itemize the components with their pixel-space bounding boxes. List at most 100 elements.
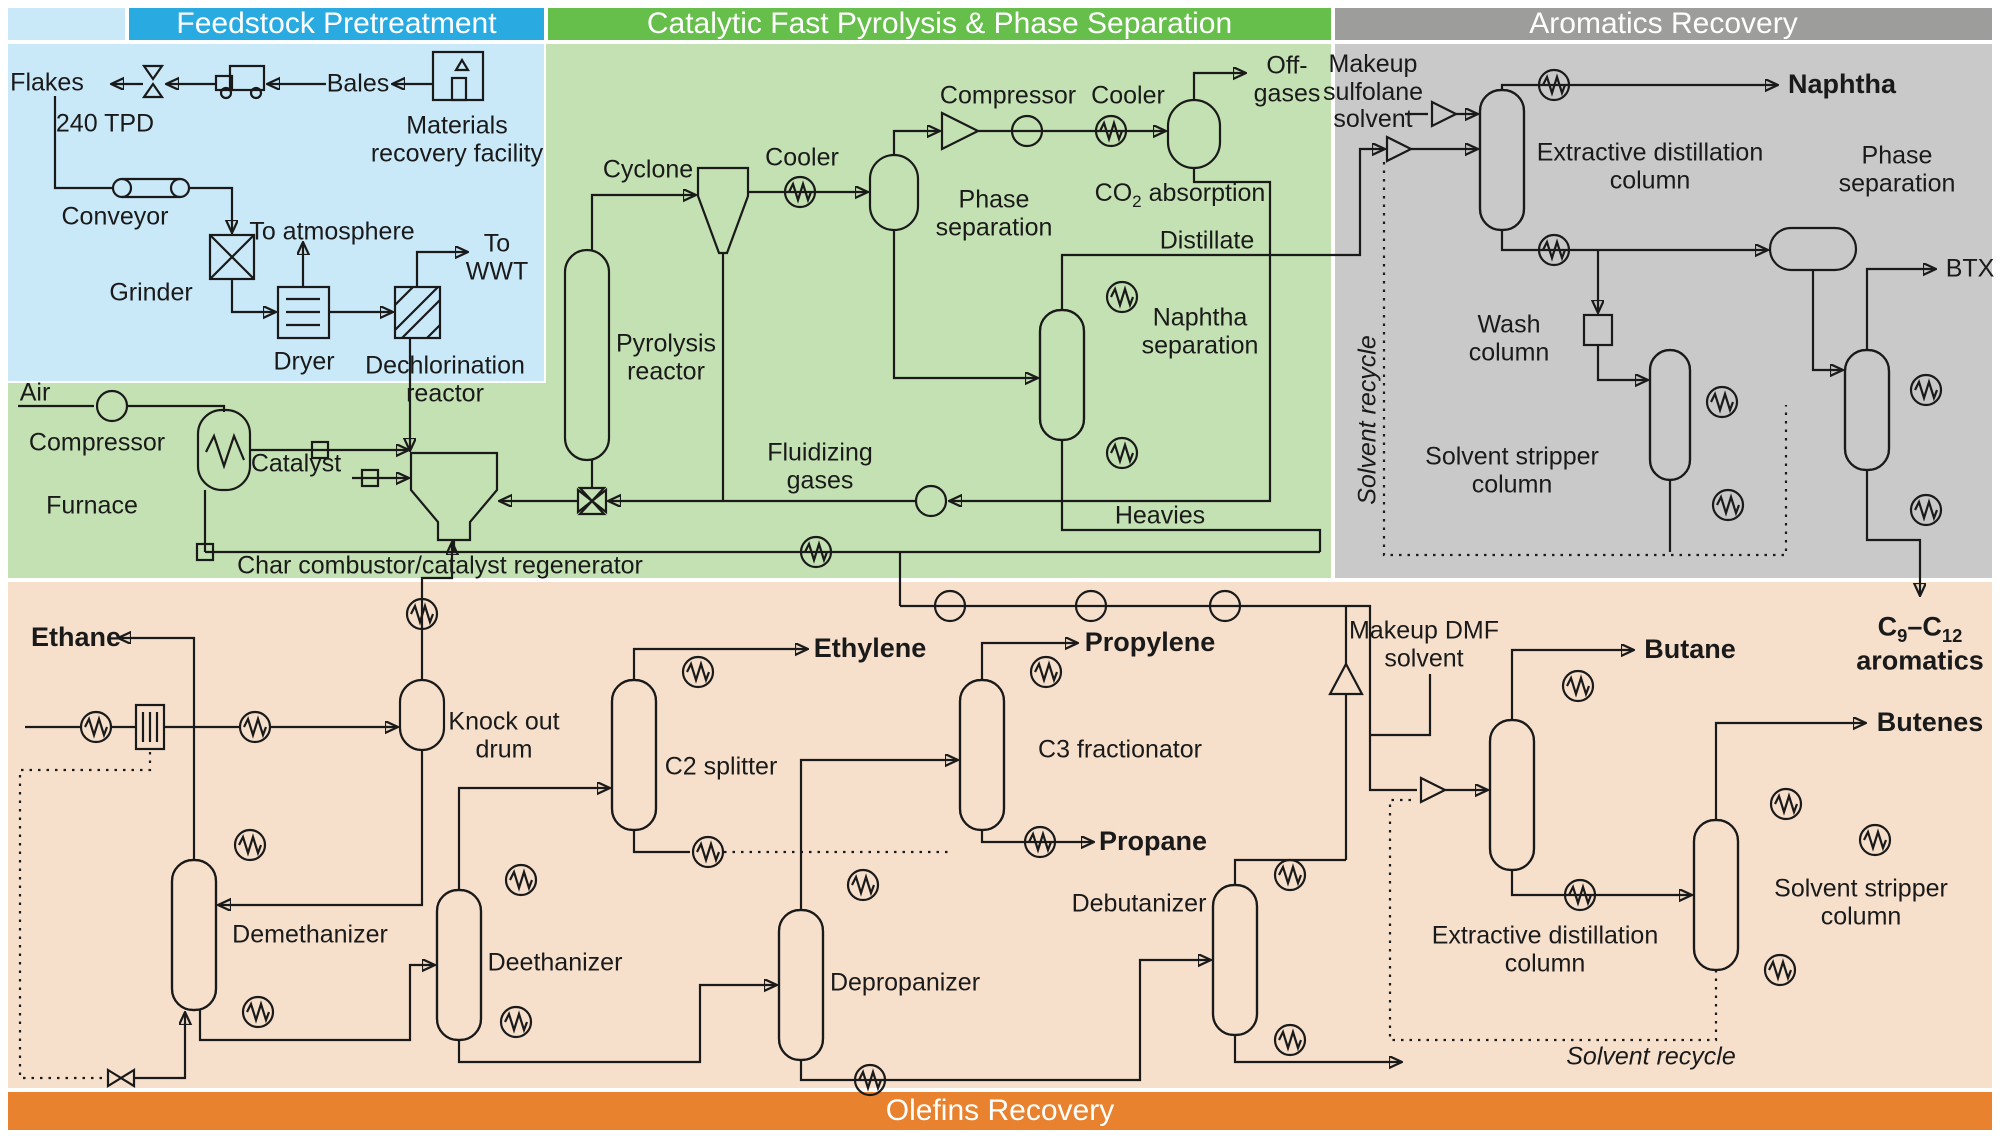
stripper-reboiler-icon <box>1711 488 1745 522</box>
extractive-distillation-column-olefins <box>1488 718 1536 872</box>
c9-c12-line1: C9–C12 <box>1877 611 1963 646</box>
label-naphtha: Naphtha <box>1788 69 1896 100</box>
label-c2-splitter: C2 splitter <box>664 752 778 781</box>
depropanizer-reboiler-icon <box>853 1063 887 1097</box>
label-distillate: Distillate <box>1159 226 1255 255</box>
c9-c12-line2: aromatics <box>1856 644 1984 675</box>
label-materials-recovery-facility: Materials recovery facility <box>370 111 544 167</box>
co2-sub: 2 <box>1132 192 1142 212</box>
olefins-header: Olefins Recovery <box>6 1090 1994 1132</box>
feedstock-section-body <box>6 42 546 383</box>
c2-splitter-column <box>610 678 658 832</box>
label-solvent-recycle-olefins: Solvent recycle <box>1566 1042 1736 1071</box>
label-pyrolysis-reactor: Pyrolysis reactor <box>615 329 716 385</box>
label-to-atmosphere: To atmosphere <box>249 217 415 246</box>
label-propane: Propane <box>1098 826 1208 857</box>
wash-column-unit <box>1582 313 1614 347</box>
feedstock-corner <box>6 6 127 42</box>
extractive-distillation-column-aromatics <box>1478 88 1526 232</box>
label-makeup-sulfolane: Makeup sulfolane solvent <box>1322 49 1424 133</box>
demethanizer-reboiler-icon <box>241 995 275 1029</box>
label-propylene: Propylene <box>1084 627 1216 658</box>
label-depropanizer: Depropanizer <box>829 968 981 997</box>
c3-condenser-icon <box>1029 655 1063 689</box>
demethanizer-column <box>170 858 218 1012</box>
blower-icon <box>914 484 948 518</box>
vapor-compressor-triangle-icon <box>1328 661 1364 696</box>
condenser-icon <box>1105 280 1139 314</box>
label-to-wwt: To WWT <box>465 229 529 285</box>
feedstock-lines <box>53 84 466 449</box>
label-naphtha-separation: Naphtha separation <box>1141 303 1259 359</box>
debutanizer-condenser-icon <box>1273 858 1307 892</box>
ed-bottoms-exchanger-icon <box>1563 878 1597 912</box>
label-char-combustor: Char combustor/catalyst regenerator <box>237 551 643 580</box>
label-demethanizer: Demethanizer <box>232 920 388 949</box>
depropanizer-column <box>777 908 825 1062</box>
inline-unit-box <box>310 440 330 460</box>
aromatics-title: Aromatics Recovery <box>1529 7 1798 40</box>
grinder-unit <box>208 233 256 281</box>
co2-pre: CO <box>1094 179 1133 208</box>
slide-valve-icon <box>576 486 608 516</box>
label-grinder: Grinder <box>109 278 193 307</box>
stripper-exchanger-icon <box>1705 385 1739 419</box>
label-extractive-column-gray: Extractive distillation column <box>1536 138 1764 194</box>
pyrolysis-title: Catalytic Fast Pyrolysis & Phase Separat… <box>646 7 1233 40</box>
feedstock-header: Feedstock Pretreatment <box>127 6 546 42</box>
reboiler-icon <box>1105 436 1139 470</box>
junction-box <box>195 542 215 562</box>
deethanizer-reboiler-icon <box>499 1005 533 1039</box>
demethanizer-condenser-icon <box>233 828 267 862</box>
cooler2-heat-exchanger-icon <box>1094 114 1128 148</box>
heavies-heat-exchanger-icon <box>799 535 833 569</box>
dechlorination-reactor-unit <box>393 285 442 340</box>
feedstock-title: Feedstock Pretreatment <box>176 7 497 40</box>
label-cyclone: Cyclone <box>602 155 694 184</box>
overhead-exchanger-icon <box>1537 68 1571 102</box>
c3-fractionator-column <box>958 678 1006 832</box>
deethanizer-column <box>435 888 483 1042</box>
label-wash-column: Wash column <box>1468 310 1550 366</box>
label-cooler1: Cooler <box>765 143 839 172</box>
cooler-heat-exchanger-icon <box>783 175 817 209</box>
label-dechlorination-reactor: Dechlorination reactor <box>365 351 525 407</box>
ed-feed-triangle-icon <box>1419 776 1448 804</box>
air-compressor-icon <box>95 389 129 423</box>
label-bales: Bales <box>326 69 390 98</box>
label-off-gases: Off-gases <box>1253 51 1321 107</box>
deethanizer-condenser-icon <box>504 863 538 897</box>
aromatics-header: Aromatics Recovery <box>1333 6 1994 42</box>
catalyst-feed-box <box>360 468 380 488</box>
c3-reboiler-icon <box>1023 825 1057 859</box>
debutanizer-column <box>1211 883 1259 1037</box>
label-fluidizing-gases: Fluidizing gases <box>767 438 873 494</box>
label-heavies: Heavies <box>1114 501 1206 530</box>
butenes-exchanger-icon <box>1858 823 1892 857</box>
label-knock-out-drum: Knock out drum <box>448 707 560 763</box>
pyrolysis-header: Catalytic Fast Pyrolysis & Phase Separat… <box>546 6 1333 42</box>
label-compressor-air: Compressor <box>28 428 166 457</box>
label-c3-fractionator: C3 fractionator <box>1038 735 1202 764</box>
solvent-feed-triangle-icon <box>1430 100 1459 128</box>
truck-icon <box>214 64 266 100</box>
label-furnace: Furnace <box>46 491 138 520</box>
electric-heater-unit <box>134 703 166 751</box>
dryer-unit <box>276 285 331 340</box>
furnace-unit <box>196 408 252 492</box>
label-butenes: Butenes <box>1876 707 1984 738</box>
depropanizer-condenser-icon <box>846 868 880 902</box>
label-ethane: Ethane <box>30 622 122 653</box>
c2-splitter-condenser-icon <box>681 655 715 689</box>
label-makeup-dmf: Makeup DMF solvent <box>1348 616 1500 672</box>
label-240tpd: 240 TPD <box>55 109 155 138</box>
label-debutanizer: Debutanizer <box>1071 889 1207 918</box>
materials-recovery-facility-icon <box>431 50 485 102</box>
feed-triangle-icon <box>1385 135 1414 163</box>
label-btx: BTX <box>1945 254 1995 283</box>
naphtha-separation-column <box>1038 308 1086 442</box>
feed-exchanger-icon <box>79 710 113 744</box>
bottoms-exchanger-icon <box>1537 233 1571 267</box>
co2-absorption-vessel <box>1166 98 1222 170</box>
